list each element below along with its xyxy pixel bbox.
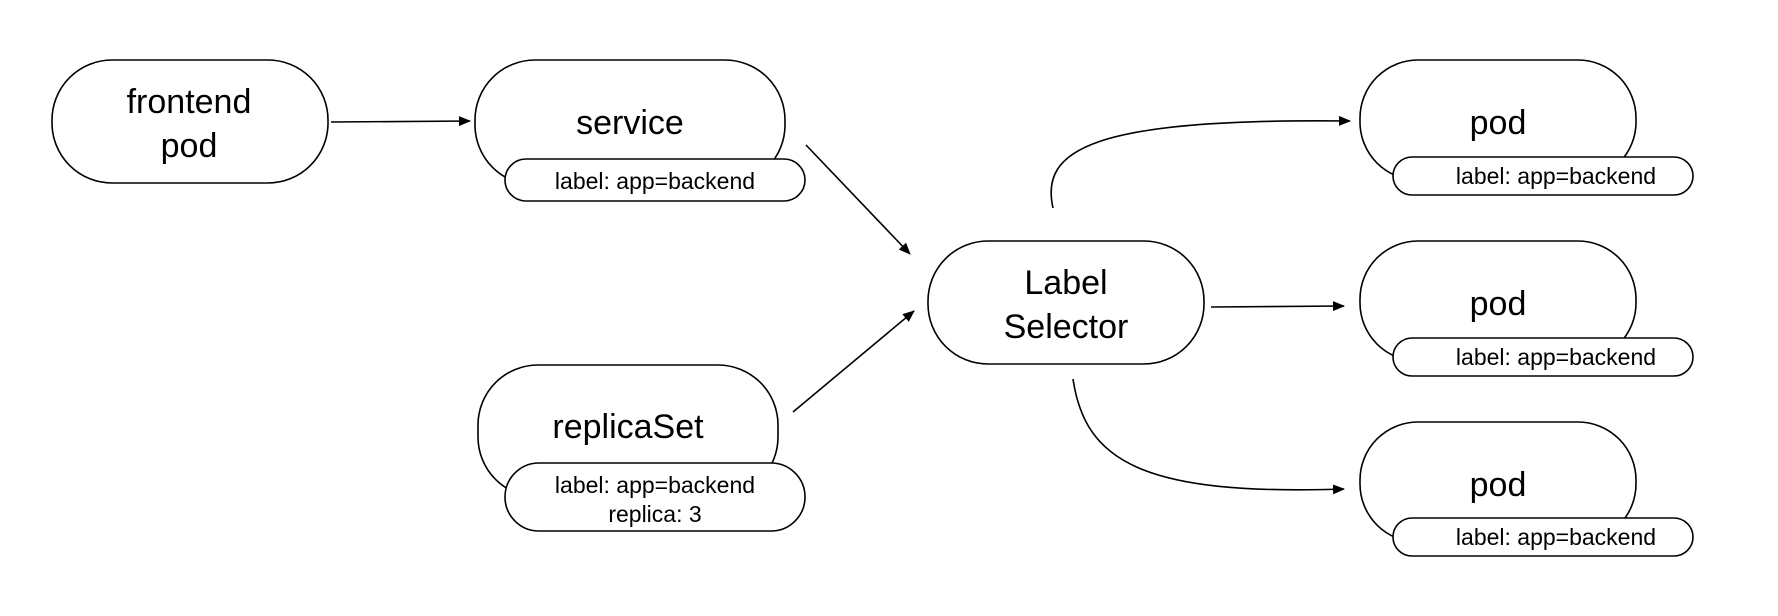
replicaset-label: replicaSet: [552, 408, 704, 446]
replicaset-tag-label-line2: replica: 3: [608, 501, 701, 527]
pod-2-tag-label: label: app=backend: [1456, 344, 1656, 370]
edges: [330, 115, 1351, 495]
service-node: service label: app=backend: [474, 59, 806, 202]
edge-selector-to-pod-3: [1072, 378, 1345, 495]
pod-node-1: pod label: app=backend: [1359, 59, 1694, 196]
pod-2-label: pod: [1470, 285, 1527, 323]
service-tag-shape: [504, 158, 806, 202]
frontend-pod-label-line1: frontend: [127, 83, 252, 121]
pod-3-label: pod: [1470, 466, 1527, 504]
frontend-pod-shape: [51, 59, 329, 184]
pod-1-label: pod: [1470, 104, 1527, 142]
label-selector-label-line1: Label: [1024, 264, 1107, 302]
pod-2-tag-shape: [1392, 337, 1694, 377]
frontend-pod-label-line2: pod: [161, 127, 218, 165]
replicaset-tag-shape: [504, 462, 806, 532]
pod-node-2: pod label: app=backend: [1359, 240, 1694, 377]
edge-service-to-selector: [805, 144, 911, 255]
replicaset-tag-label-line1: label: app=backend: [555, 472, 755, 498]
pod-3-tag-label: label: app=backend: [1456, 524, 1656, 550]
replicaset-node: replicaSet label: app=backend replica: 3: [477, 364, 806, 532]
edge-selector-to-pod-1: [1050, 115, 1351, 209]
frontend-pod-node: frontend pod: [51, 59, 329, 184]
label-selector-node: Label Selector: [927, 240, 1205, 365]
service-tag-label: label: app=backend: [555, 168, 755, 194]
service-label: service: [576, 104, 684, 142]
pod-1-tag-label: label: app=backend: [1456, 163, 1656, 189]
edge-frontend-to-service: [330, 116, 471, 127]
pod-node-3: pod label: app=backend: [1359, 421, 1694, 557]
label-selector-label-line2: Selector: [1004, 308, 1129, 346]
label-selector-shape: [927, 240, 1205, 365]
edge-replicaset-to-selector: [792, 310, 915, 413]
pod-1-tag-shape: [1392, 156, 1694, 196]
pod-3-tag-shape: [1392, 517, 1694, 557]
edge-selector-to-pod-2: [1210, 301, 1345, 312]
